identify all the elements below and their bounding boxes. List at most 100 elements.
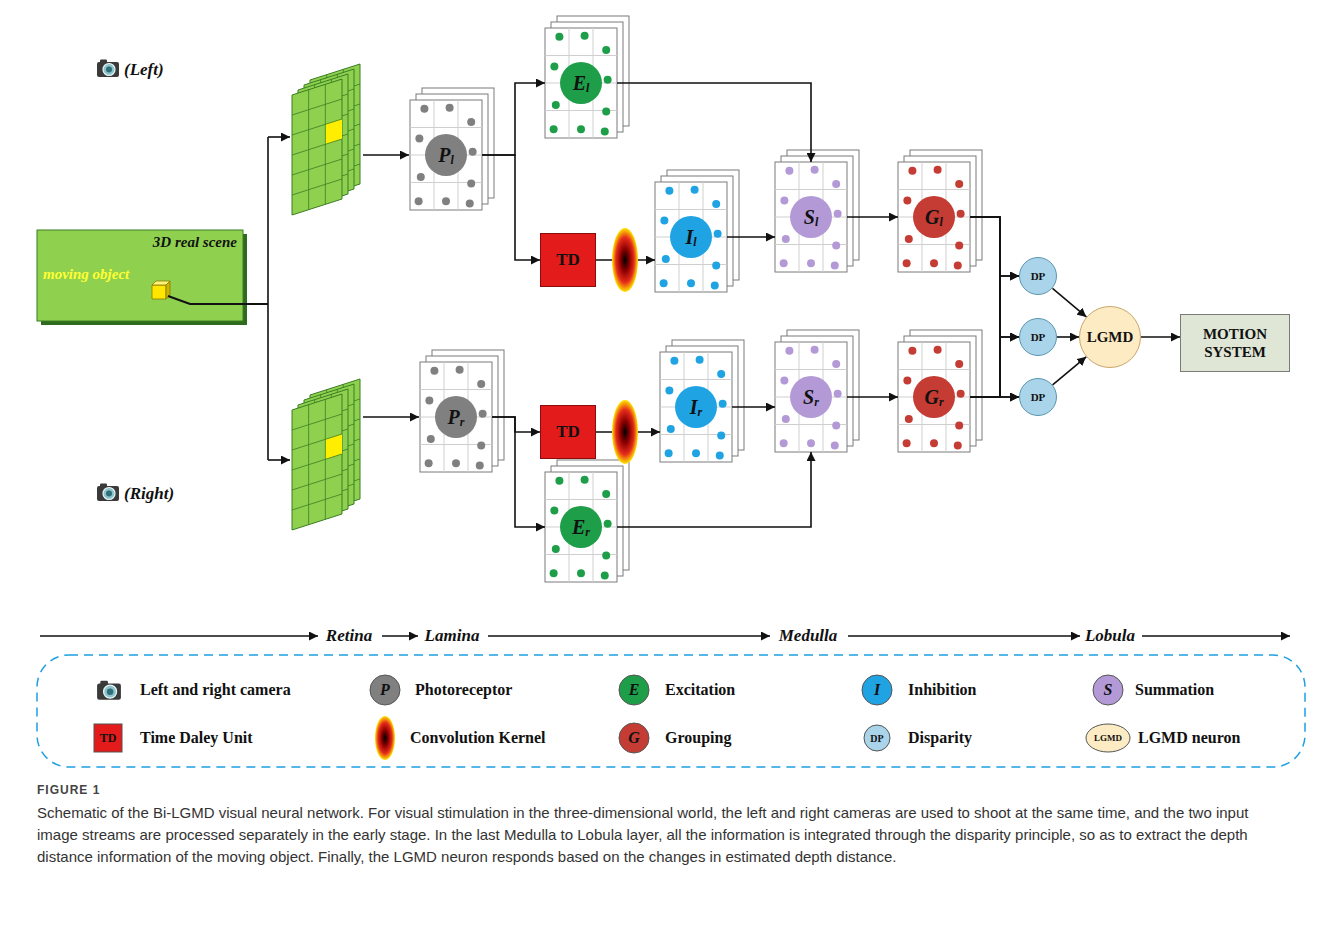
signal-connector (1052, 288, 1086, 317)
layer-letter: G (925, 206, 939, 229)
legend-swatch (864, 725, 890, 751)
legend-text: Time Daley Unit (140, 729, 253, 747)
retina-frame (292, 79, 342, 215)
neuron-circle: Ir (675, 386, 717, 428)
layer-page: Er (545, 472, 617, 582)
layer-letter: G (924, 386, 938, 409)
signal-connector (970, 337, 1019, 397)
signal-connector (617, 452, 811, 527)
lgmd-label: LGMD (1087, 329, 1134, 346)
disparity-circle: DP (1019, 257, 1057, 295)
disparity-circle: DP (1019, 378, 1057, 416)
legend-text: Disparity (908, 729, 972, 747)
layer-page: El (545, 28, 617, 138)
side-subscript: l (940, 215, 943, 230)
layer-stack (545, 460, 629, 582)
split-wire (267, 137, 269, 460)
moving-cube (152, 281, 170, 299)
stage-label: Medulla (775, 626, 842, 646)
legend-swatch (862, 675, 892, 705)
layer-letter: E (572, 516, 585, 539)
legend-symbol-letter: TD (100, 731, 117, 746)
layer-letter: I (690, 396, 698, 419)
legend-text: Left and right camera (140, 681, 291, 699)
layer-stack (545, 16, 629, 138)
layer-stack (898, 150, 982, 272)
stage-label: Lamina (421, 626, 484, 646)
layer-letter: I (685, 226, 693, 249)
legend-camera-icon (97, 681, 121, 700)
signal-connector (847, 216, 898, 218)
disparity-label: DP (1031, 331, 1046, 343)
legend-text: Photoreceptor (415, 681, 512, 699)
layer-page: Pr (420, 362, 492, 472)
layer-stack (410, 88, 494, 210)
signal-connector (970, 217, 1019, 276)
layer-page: Sr (775, 342, 847, 452)
retina-arrow (268, 136, 290, 138)
layer-letter: E (573, 72, 586, 95)
legend-swatch (1093, 675, 1123, 705)
scene-box: 3D real scene moving object (37, 230, 243, 321)
neuron-circle: Sl (790, 196, 832, 238)
signal-connector (492, 417, 545, 527)
retina-to-lamina-arrow (363, 154, 409, 156)
disparity-circle: DP (1019, 318, 1057, 356)
camera-icon (97, 484, 119, 502)
convolution-kernel (612, 400, 638, 464)
neuron-circle: Sr (790, 376, 832, 418)
scene-title: 3D real scene (153, 234, 237, 251)
signal-connector (732, 406, 775, 408)
scene-wire (168, 296, 268, 304)
neuron-circle: Il (670, 216, 712, 258)
signal-connector (492, 417, 540, 432)
signal-connector (970, 217, 1019, 337)
layer-stack (775, 330, 859, 452)
retina-frame (292, 394, 342, 530)
side-subscript: r (939, 395, 944, 410)
figure-number: FIGURE 1 (37, 783, 100, 797)
legend-swatch (1086, 724, 1130, 752)
layer-page: Gr (898, 342, 970, 452)
layer-letter: S (804, 206, 815, 229)
retina-to-lamina-arrow (363, 416, 419, 418)
layer-stack (898, 330, 982, 452)
retina-arrow (268, 459, 290, 461)
layer-page: Ir (660, 352, 732, 462)
legend-text: Convolution Kernel (410, 729, 546, 747)
layer-letter: S (803, 386, 814, 409)
disparity-label: DP (1031, 270, 1046, 282)
signal-connector (482, 83, 545, 155)
signal-connector (1057, 336, 1079, 338)
layer-letter: P (448, 406, 460, 429)
legend-text: Inhibition (908, 681, 976, 699)
legend-symbol-letter: S (1104, 681, 1113, 699)
motion-system-box: MOTION SYSTEM (1180, 314, 1290, 372)
lgmd-neuron: LGMD (1079, 306, 1141, 368)
neuron-circle: Er (560, 506, 602, 548)
delay-label: TD (556, 422, 580, 442)
layer-stack (420, 350, 504, 472)
layer-stack (660, 340, 744, 462)
legend-symbol-letter: G (628, 729, 640, 747)
signal-connector (970, 276, 1019, 397)
signal-connector (847, 396, 898, 398)
legend-swatch (94, 724, 122, 752)
camera-label: (Left) (124, 60, 164, 80)
output-label: MOTION SYSTEM (1187, 325, 1283, 361)
legend-symbol-letter: LGMD (1094, 733, 1122, 743)
legend-text: Excitation (665, 681, 735, 699)
signal-connector (1141, 336, 1180, 338)
object-label: moving object (43, 266, 129, 283)
neuron-circle: Pr (435, 396, 477, 438)
side-subscript: l (586, 81, 589, 96)
legend-text: Grouping (665, 729, 731, 747)
side-subscript: r (698, 405, 703, 420)
legend-text: LGMD neuron (1138, 729, 1240, 747)
stage-label: Retina (322, 626, 376, 646)
